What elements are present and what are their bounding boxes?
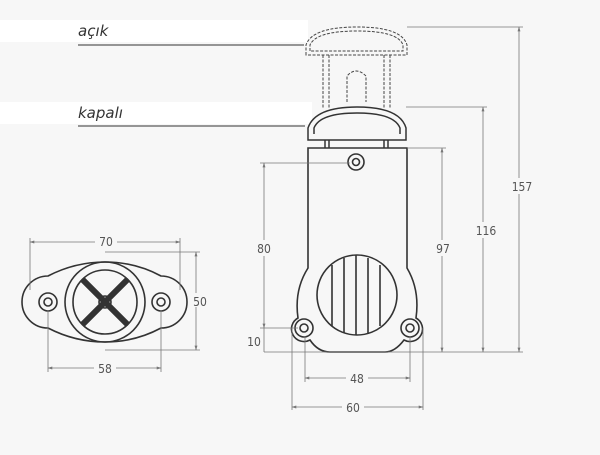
- dim-bottom-hole-spacing: 48: [350, 372, 364, 386]
- valve-body: [290, 147, 424, 353]
- label-closed: kapalı: [0, 102, 312, 124]
- dim-total-height-open: 157: [512, 180, 533, 194]
- dim-total-height-closed: 116: [476, 224, 497, 238]
- dim-hole-offset: 10: [247, 335, 261, 349]
- dim-flange-height: 50: [193, 295, 207, 309]
- dim-flange-width: 70: [99, 235, 113, 249]
- dim-body-height: 97: [436, 242, 450, 256]
- dim-body-width: 60: [346, 401, 360, 415]
- dim-flange-hole-spacing: 58: [98, 362, 112, 376]
- handle-open-position: [305, 26, 408, 108]
- flange-view: [21, 261, 188, 343]
- handle-closed-position: [307, 106, 407, 148]
- dim-hole-vertical-spacing: 80: [257, 242, 271, 256]
- label-open: açık: [0, 20, 308, 42]
- flange-dimensions: [29, 238, 200, 372]
- body-dimensions: [260, 26, 523, 410]
